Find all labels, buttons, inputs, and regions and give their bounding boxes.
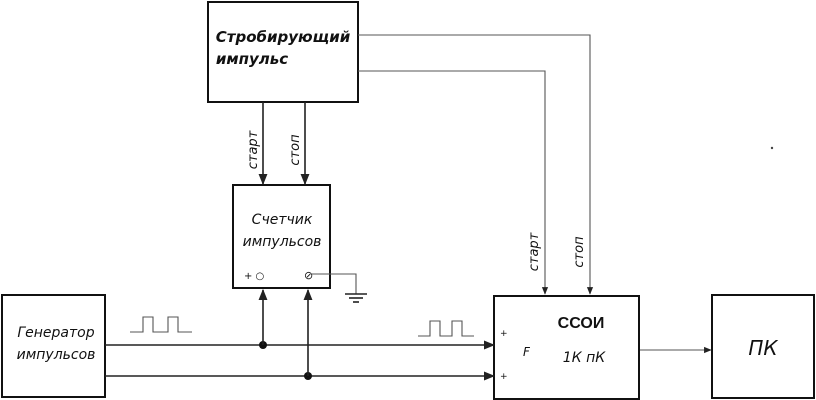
ssoi-block: ССОИ 1К пК F + + [493, 295, 640, 400]
ssoi-pin-1: + [500, 329, 508, 339]
counter-label-line2: импульсов [243, 234, 322, 250]
ssoi-stop-label: стоп [572, 236, 587, 268]
counter-pin-plus: + ○ [244, 271, 264, 282]
counter-start-label: старт [246, 130, 261, 169]
pc-block: ПК [711, 294, 815, 399]
generator-label-line2: импульсов [17, 347, 96, 363]
generator-to-ssoi-lines [105, 288, 496, 381]
ssoi-title: ССОИ [558, 315, 605, 332]
pulse-counter-block: Счетчик импульсов + ○ ⊘ [232, 184, 331, 289]
counter-stop-label: стоп [288, 134, 303, 166]
ssoi-start-label: старт [527, 232, 542, 271]
strobe-pulse-block: Стробирующий импульс [207, 1, 359, 103]
pulse-waveform-left [130, 316, 192, 333]
ssoi-subtitle: 1К пК [563, 350, 606, 366]
pc-label: ПК [748, 336, 778, 360]
ground-symbol [312, 273, 367, 303]
counter-pin-gnd: ⊘ [304, 269, 313, 282]
pulse-generator-block: Генератор импульсов [1, 294, 106, 398]
pulse-waveform-right [418, 320, 474, 337]
strobe-to-counter-wires: старт стоп [246, 102, 310, 186]
ssoi-pin-2: + [500, 372, 508, 382]
ssoi-input-f: F [523, 345, 531, 359]
counter-label-line1: Счетчик [252, 212, 313, 228]
strobe-label-line2: импульс [216, 50, 288, 68]
strobe-label-line1: Стробирующий [216, 28, 351, 46]
generator-label-line1: Генератор [17, 325, 94, 341]
speck [770, 146, 774, 150]
strobe-to-ssoi-wires: старт стоп [358, 34, 594, 295]
